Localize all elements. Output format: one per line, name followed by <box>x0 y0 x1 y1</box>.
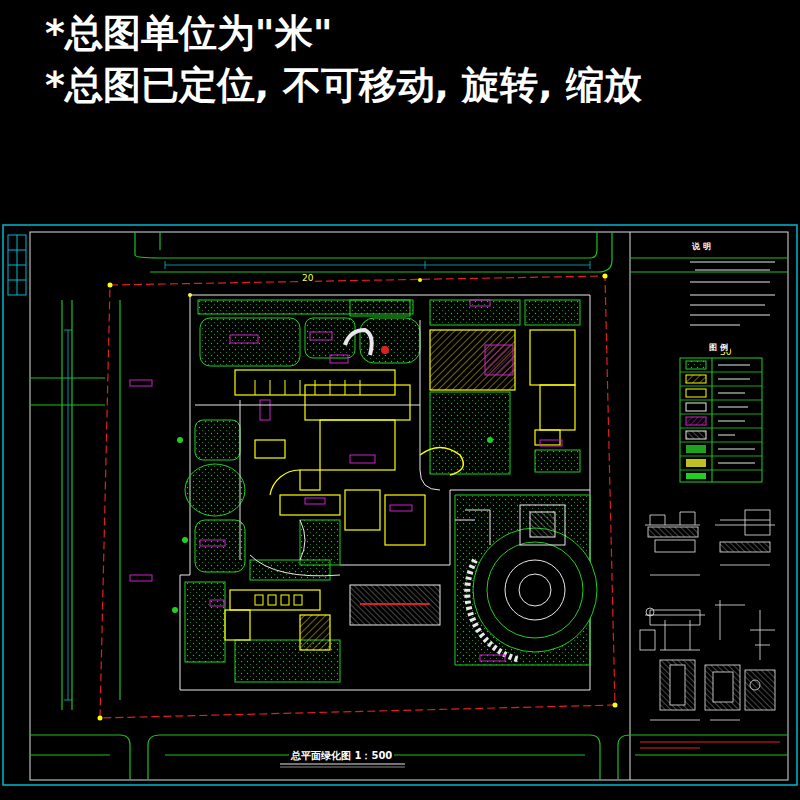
legend-heading: 图 例 <box>707 343 730 352</box>
road-number: 20 <box>300 273 315 283</box>
notes-heading: 说 明 <box>690 242 713 251</box>
note-line: *总图已定位, 不可移动, 旋转, 缩放 <box>45 64 642 108</box>
drawing-title: 总平面绿化图 1：500 <box>289 750 394 762</box>
note-line: *总图单位为"米" <box>45 12 332 56</box>
